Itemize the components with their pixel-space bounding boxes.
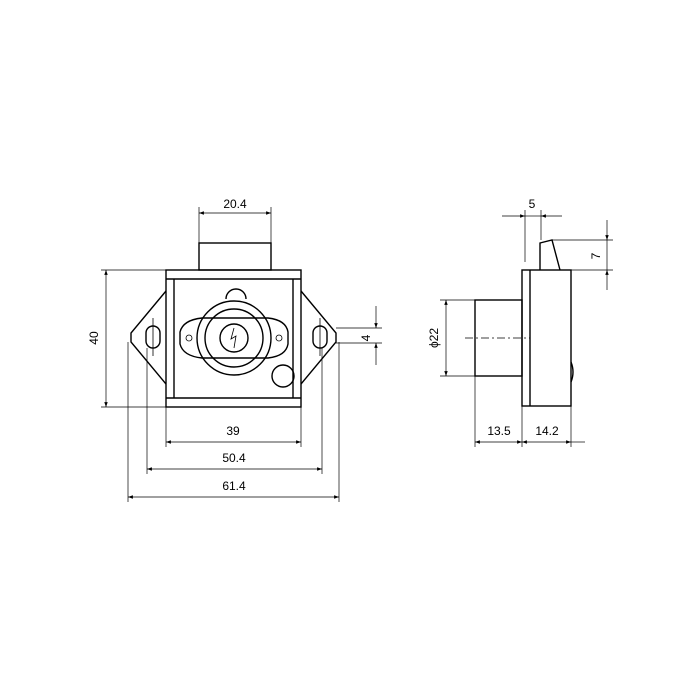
cylinder-flange — [179, 317, 289, 359]
dim-body-width: 39 — [226, 424, 240, 438]
side-body — [521, 269, 572, 407]
front-dimensions: 20.4 40 4 39 50.4 61.4 — [87, 197, 382, 502]
dim-tip-width: 5 — [529, 197, 536, 211]
flange-screw-right-icon — [275, 334, 283, 342]
latch-tip — [539, 239, 561, 271]
dim-overall-width: 61.4 — [222, 479, 246, 493]
dim-slot: 4 — [359, 334, 373, 341]
front-view — [130, 242, 337, 408]
side-knob-edge — [570, 361, 574, 383]
dim-diameter: ϕ22 — [427, 328, 441, 348]
dim-hole-spacing: 50.4 — [222, 451, 246, 465]
left-wing — [130, 290, 167, 385]
right-wing — [300, 290, 337, 385]
release-knob — [271, 364, 295, 388]
dim-tip-height: 7 — [589, 252, 603, 259]
cylinder-ring — [204, 308, 264, 368]
dim-height: 40 — [87, 331, 101, 345]
cylinder-core — [219, 323, 249, 353]
key-slot-icon — [230, 327, 237, 349]
side-view — [465, 239, 574, 407]
dim-body-depth: 14.2 — [535, 424, 559, 438]
flange-screw-left-icon — [185, 334, 193, 342]
dim-top-width: 20.4 — [223, 197, 247, 211]
top-tab — [225, 288, 247, 300]
side-dimensions: 5 7 ϕ22 13.5 14.2 — [427, 197, 613, 447]
cylinder-outer — [196, 300, 272, 376]
main-body — [165, 269, 302, 408]
top-block — [198, 242, 272, 271]
dim-cylinder-length: 13.5 — [487, 424, 511, 438]
